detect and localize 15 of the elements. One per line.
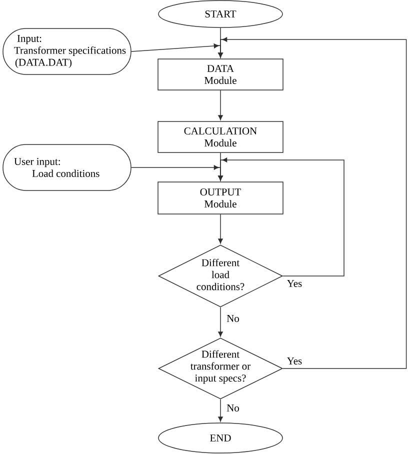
arrow	[218, 307, 223, 337]
arrow	[218, 90, 223, 120]
edge-label: No	[226, 314, 240, 323]
arrow	[218, 214, 223, 244]
rounded-box: User input: Load conditions	[2, 144, 132, 191]
edge-label: Yes	[286, 279, 304, 288]
process-box: CALCULATION Module	[158, 121, 284, 153]
rounded-box: Input: Transformer specifications (DATA.DAT)	[2, 28, 132, 75]
arrow	[218, 399, 223, 422]
process-box: DATA Module	[158, 58, 284, 90]
arrow	[218, 37, 407, 369]
edge-label: Yes	[286, 356, 304, 366]
edge-label: No	[226, 404, 240, 412]
process-box: OUTPUT Module	[158, 182, 284, 214]
arrow	[218, 158, 344, 276]
